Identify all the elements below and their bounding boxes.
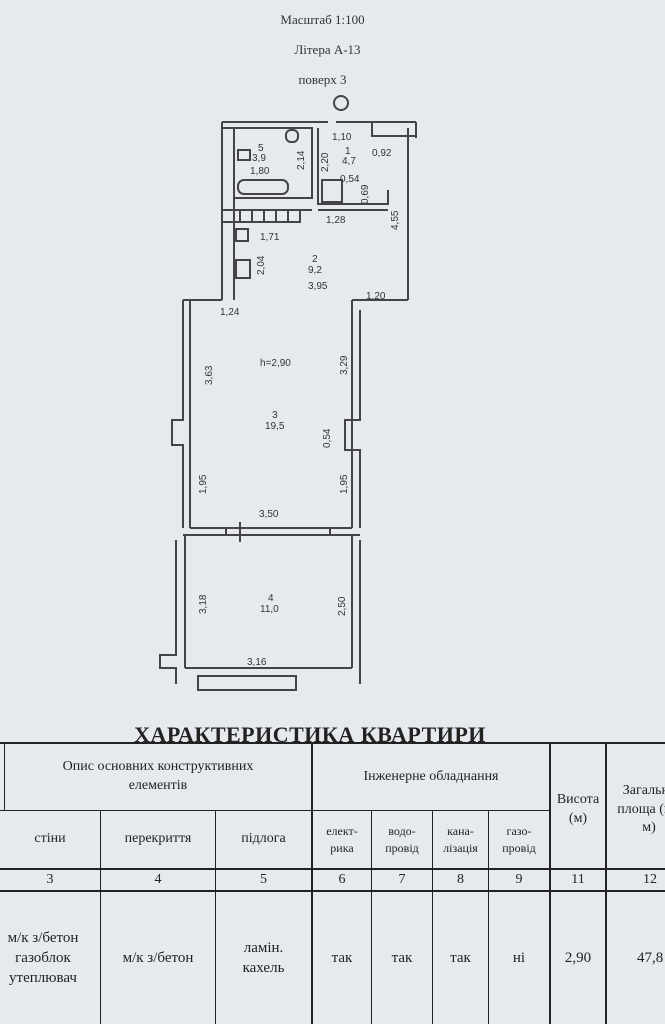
dimension-label: 2,04 (256, 255, 267, 275)
col-number: 9 (515, 871, 523, 887)
room-3-area: 19,5 (265, 421, 285, 432)
table-divider (100, 810, 101, 1024)
room-5-number: 5 (258, 143, 264, 154)
room-4-number: 4 (268, 593, 274, 604)
doorway-icon (225, 522, 331, 542)
col-number: 6 (338, 871, 346, 887)
dimension-label: 2,14 (296, 150, 307, 170)
col-number: 7 (398, 871, 406, 887)
table-divider (488, 810, 489, 1024)
toilet-icon (285, 129, 299, 143)
dimension-label: 2,20 (320, 152, 331, 172)
cabinets-icon (222, 209, 301, 223)
header-construct: Опис основних конструктивних елементів (62, 759, 254, 793)
floor-label: поверх 3 (298, 72, 347, 87)
room-2-area: 9,2 (308, 265, 322, 276)
col-number: 5 (260, 871, 267, 887)
scale-label: Масштаб 1:100 (280, 12, 365, 27)
col-gas: газо-провід (502, 824, 536, 855)
cell-gas: ні (512, 949, 526, 966)
table-divider (549, 742, 551, 1024)
dimensions: 1,10 0,92 2,14 2,20 1,80 0,54 0,69 4,55 … (198, 132, 401, 668)
room-1-area: 4,7 (342, 156, 356, 167)
cell-flooring: ламін. кахель (242, 939, 285, 976)
cell-water: так (391, 949, 413, 966)
table-divider (215, 810, 216, 1024)
cell-floors: м/к з/бетон (122, 949, 194, 966)
dimension-label: 3,16 (247, 657, 267, 668)
dimension-label: 0,54 (322, 428, 333, 448)
col-number: 11 (571, 871, 585, 887)
dimension-label: 1,28 (326, 215, 346, 226)
header-area: Загальна площа (кв. м) (617, 782, 665, 836)
sink-icon (237, 149, 251, 161)
dimension-label: 1,20 (366, 291, 386, 302)
walls-room-4 (159, 535, 361, 691)
room-1-number: 1 (345, 146, 351, 157)
cell-walls: м/к з/бетон газоблок утеплювач (7, 929, 79, 987)
cell-area: 47,8 (637, 949, 664, 966)
dimension-label: 0,92 (372, 148, 392, 159)
table-divider (0, 868, 665, 870)
bathtub-icon (237, 179, 289, 195)
table-divider (0, 742, 665, 744)
dimension-label: 1,95 (198, 474, 209, 494)
col-floors: перекриття (124, 831, 192, 847)
col-walls: стіни (34, 831, 66, 847)
table-divider (4, 742, 5, 810)
dimension-label: 3,29 (339, 355, 350, 375)
dimension-label: 3,50 (259, 509, 279, 520)
header-height: Висота (м) (556, 792, 600, 826)
ceiling-height-note: h=2,90 (260, 358, 291, 369)
col-number: 4 (154, 871, 162, 887)
letter-label: Літера А-13 (294, 42, 361, 57)
cell-sewer: так (450, 949, 471, 966)
dimension-label: 3,63 (204, 365, 215, 385)
table-divider (371, 810, 372, 1024)
header-engineering: Інженерне обладнання (363, 768, 499, 784)
room-5-area: 3,9 (252, 153, 266, 164)
table-divider (0, 810, 550, 811)
dimension-label: 1,10 (332, 132, 352, 143)
dimension-label: 1,24 (220, 307, 240, 318)
dimension-label: 3,18 (198, 594, 209, 614)
room-3-number: 3 (272, 410, 278, 421)
table-divider (311, 742, 313, 1024)
dimension-label: 1,80 (250, 166, 270, 177)
shaft-icon (321, 179, 343, 203)
cell-electric: так (331, 949, 353, 966)
col-electric: елект-рика (326, 824, 358, 855)
boiler-icon (235, 259, 251, 279)
room-2-number: 2 (312, 254, 318, 265)
entrance-marker-icon (333, 95, 349, 111)
dimension-label: 3,95 (308, 281, 328, 292)
table-divider (432, 810, 433, 1024)
floor-plan: 5 3,9 1 4,7 2 9,2 3 19,5 4 11,0 h=2,90 1… (159, 95, 417, 691)
table-divider (0, 890, 665, 892)
stove-icon (235, 228, 249, 242)
table-divider (605, 742, 607, 1024)
col-sewer: кана-лізація (443, 824, 478, 855)
col-number: 8 (457, 871, 464, 887)
dimension-label: 2,50 (337, 596, 348, 616)
walls-room-3 (171, 299, 361, 536)
dimension-label: 4,55 (390, 210, 401, 230)
dimension-label: 1,95 (339, 474, 350, 494)
col-number: 12 (643, 871, 657, 887)
cell-height: 2,90 (564, 949, 592, 966)
col-flooring: підлога (241, 831, 286, 847)
dimension-label: 0,69 (360, 184, 371, 204)
room-4-area: 11,0 (260, 604, 279, 615)
col-number: 3 (46, 871, 54, 887)
dimension-label: 1,71 (260, 232, 280, 243)
dimension-label: 0,54 (340, 174, 360, 185)
col-water: водо-провід (385, 824, 419, 855)
